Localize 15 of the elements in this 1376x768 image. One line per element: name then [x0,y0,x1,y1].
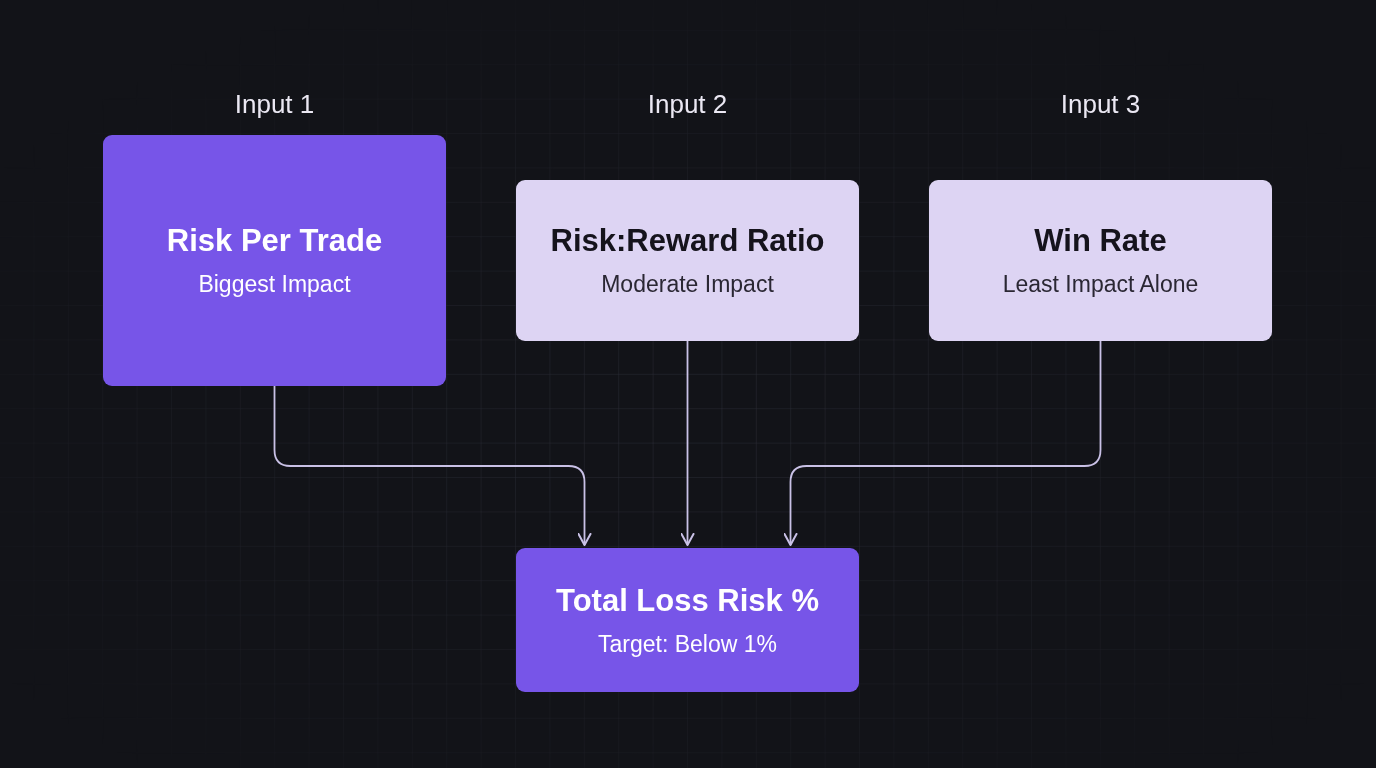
input-label: Input 1 [234,89,315,119]
node-title: Total Loss Risk % [556,582,819,619]
node-title: Risk Per Trade [166,223,383,259]
input-label: Input 3 [1060,89,1141,119]
node-subtitle: Biggest Impact [198,270,351,298]
input-label: Input 2 [647,89,728,119]
node-title: Win Rate [1034,223,1167,259]
process-box [516,548,859,692]
node-title: Risk:Reward Ratio [550,223,825,259]
arrow [783,340,1102,546]
arrow [680,340,695,546]
arrow [273,385,592,546]
node-subtitle: Least Impact Alone [1002,270,1199,298]
node-subtitle: Target: Below 1% [598,629,777,658]
node-subtitle: Moderate Impact [601,270,774,298]
